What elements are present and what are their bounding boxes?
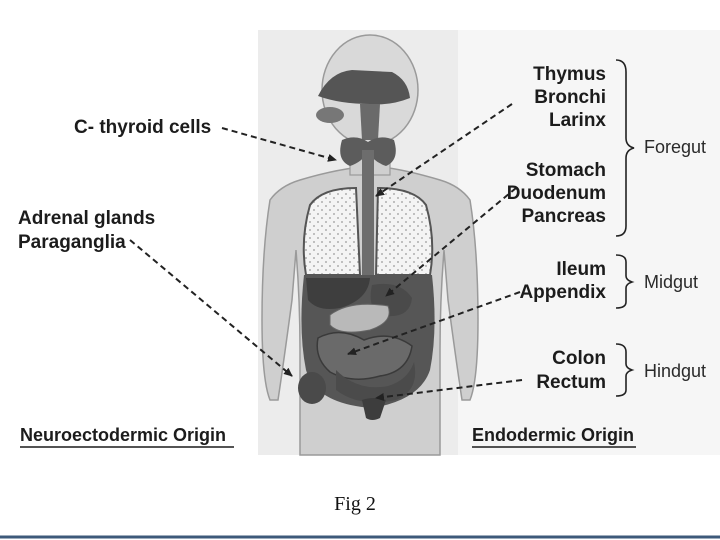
- colon: [336, 362, 416, 403]
- label-adrenal-glands: Adrenal glands: [18, 208, 155, 229]
- label-ileum: Ileum: [556, 259, 606, 280]
- figure-caption: Fig 2: [334, 493, 376, 515]
- background-panel-right: [458, 30, 720, 455]
- head-airway: [316, 70, 410, 140]
- label-hindgut: Hindgut: [644, 361, 706, 381]
- arrow-stomach: [385, 187, 517, 297]
- label-duodenum: Duodenum: [507, 183, 606, 204]
- label-stomach: Stomach: [526, 160, 606, 181]
- label-bronchi: Bronchi: [534, 87, 606, 108]
- label-pancreas: Pancreas: [521, 206, 606, 227]
- heading-endodermic: Endodermic Origin: [472, 425, 634, 445]
- brace-midgut: [615, 254, 635, 309]
- heading-neuroectodermic: Neuroectodermic Origin: [20, 425, 226, 445]
- brace-hindgut: [615, 343, 635, 397]
- arrow-paraganglia: [129, 239, 293, 377]
- label-appendix: Appendix: [519, 282, 606, 303]
- label-colon: Colon: [552, 348, 606, 369]
- label-paraganglia: Paraganglia: [18, 232, 126, 253]
- arrow-ileum: [347, 291, 521, 356]
- trachea: [362, 150, 374, 280]
- label-midgut: Midgut: [644, 272, 698, 292]
- label-foregut: Foregut: [644, 137, 706, 157]
- arrow-thymus: [375, 103, 513, 197]
- left-lung: [302, 186, 362, 276]
- label-thymus: Thymus: [533, 64, 606, 85]
- arrow-colon: [375, 379, 523, 401]
- adrenal-kidney: [298, 372, 326, 404]
- label-larinx: Larinx: [549, 110, 606, 131]
- label-c-thyroid-cells: C- thyroid cells: [74, 117, 211, 138]
- pancreas: [329, 303, 390, 333]
- label-rectum: Rectum: [536, 372, 606, 393]
- rectum: [362, 398, 386, 420]
- liver: [306, 278, 370, 309]
- right-lung: [374, 186, 434, 276]
- small-intestine: [316, 331, 413, 380]
- brace-foregut: [615, 59, 635, 237]
